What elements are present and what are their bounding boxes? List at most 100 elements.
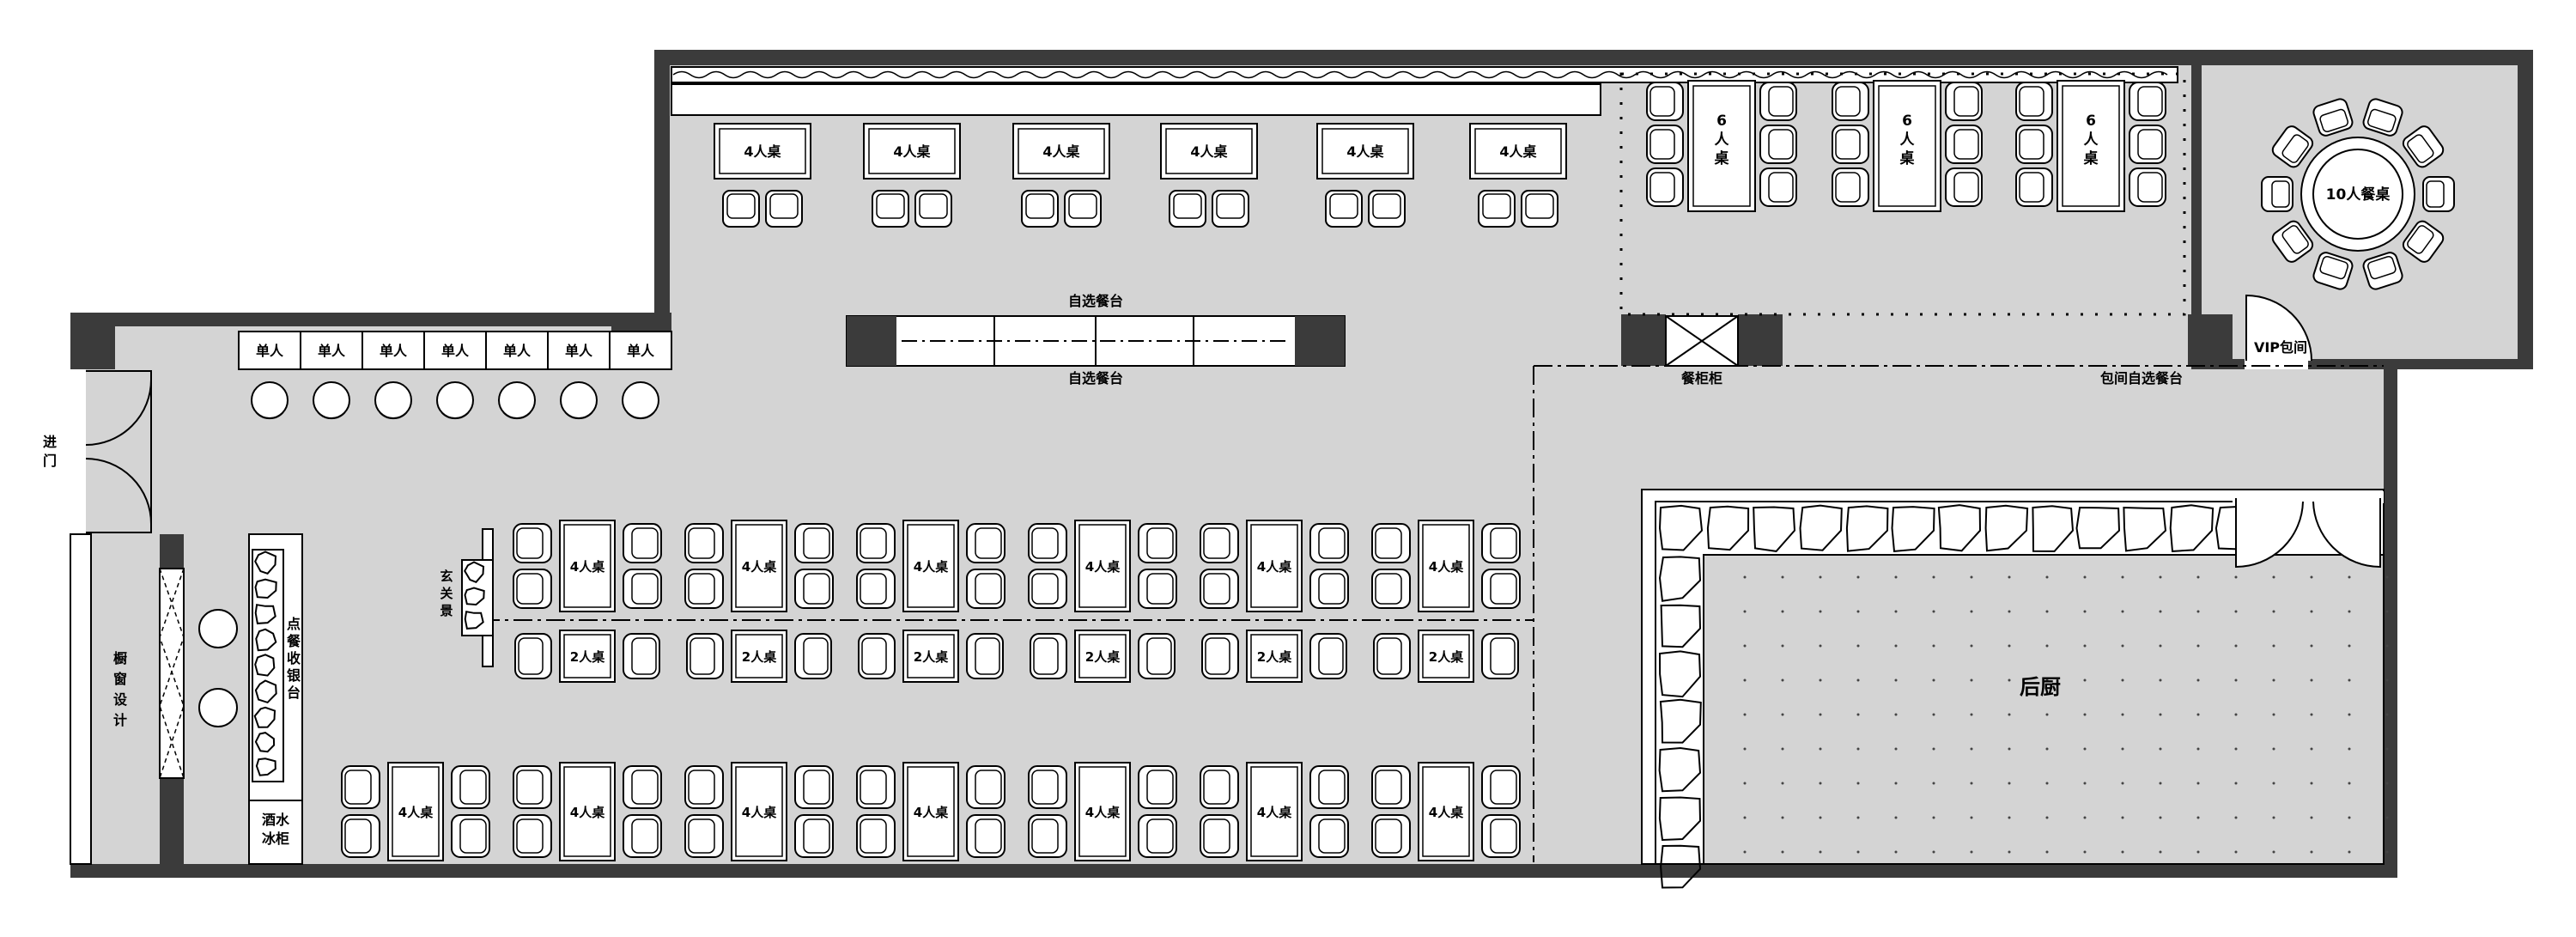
round-chair bbox=[2312, 252, 2354, 290]
chair bbox=[794, 633, 832, 679]
chair bbox=[684, 765, 724, 809]
chair bbox=[966, 814, 1005, 858]
chair bbox=[1371, 523, 1411, 563]
table-4-middle: 4人桌 bbox=[1028, 520, 1177, 612]
buffet-label-top: 自选餐台 bbox=[1068, 293, 1123, 309]
vip-round-table bbox=[2261, 98, 2455, 290]
table-6: 6人桌 bbox=[1646, 80, 1797, 212]
table-label: 4人桌 bbox=[570, 805, 605, 820]
table-label: 2人桌 bbox=[914, 649, 949, 665]
chair bbox=[451, 814, 490, 858]
round-chair bbox=[2422, 176, 2455, 212]
table-4-middle: 4人桌 bbox=[1371, 520, 1521, 612]
round-chair bbox=[2271, 220, 2314, 263]
vip-table-label: 10人餐桌 bbox=[2326, 186, 2391, 204]
table-label: 2人桌 bbox=[1257, 649, 1292, 665]
chair bbox=[1200, 814, 1239, 858]
table-label: 2人桌 bbox=[1085, 649, 1121, 665]
single-seat: 单人 bbox=[361, 331, 425, 420]
chair bbox=[513, 523, 552, 563]
chair bbox=[1030, 633, 1067, 679]
table-label: 4人桌 bbox=[1499, 143, 1536, 160]
single-seat: 单人 bbox=[238, 331, 301, 420]
single-seat-label: 单人 bbox=[627, 343, 655, 359]
window-strip bbox=[70, 533, 92, 865]
table-4-bottom: 4人桌 bbox=[1371, 762, 1521, 861]
cashier-counter bbox=[248, 533, 303, 801]
chair bbox=[1138, 765, 1177, 809]
table-4-top: 4人桌 bbox=[1469, 123, 1567, 228]
chair bbox=[341, 765, 380, 809]
table-label: 4人桌 bbox=[742, 805, 777, 820]
chair bbox=[513, 765, 552, 809]
chair bbox=[2129, 125, 2166, 164]
cutlery-cabinet bbox=[1665, 315, 1739, 367]
chair bbox=[1832, 125, 1869, 164]
table-label: 人 bbox=[1900, 131, 1916, 149]
single-seat-label: 单人 bbox=[441, 343, 470, 359]
single-seat: 单人 bbox=[485, 331, 549, 420]
porch-label: 玄关景 bbox=[440, 569, 453, 618]
table-label: 4人桌 bbox=[1429, 559, 1464, 575]
chair bbox=[1481, 523, 1521, 563]
wall-counter bbox=[671, 83, 1601, 116]
chair bbox=[856, 523, 896, 563]
chair bbox=[1945, 82, 1983, 121]
table-4-bottom: 4人桌 bbox=[856, 762, 1005, 861]
table-label: 人 bbox=[1715, 131, 1730, 149]
table-label: 4人桌 bbox=[1190, 143, 1227, 160]
round-chair bbox=[2261, 176, 2293, 212]
table-4-bottom: 4人桌 bbox=[684, 762, 834, 861]
single-seat-bar: 单人单人单人单人单人单人单人 bbox=[238, 331, 672, 420]
table-label: 4人桌 bbox=[1346, 143, 1383, 160]
chair bbox=[1481, 633, 1519, 679]
chair bbox=[1309, 633, 1347, 679]
chair bbox=[1481, 569, 1521, 609]
vip-room-bottom-wall bbox=[2191, 359, 2533, 369]
table-4-middle: 4人桌 bbox=[1200, 520, 1349, 612]
table-label: 4人桌 bbox=[914, 805, 949, 820]
table-4-bottom: 4人桌 bbox=[341, 762, 490, 861]
chair bbox=[966, 765, 1005, 809]
single-seat-label: 单人 bbox=[318, 343, 346, 359]
chair bbox=[2129, 167, 2166, 207]
chair bbox=[1028, 523, 1067, 563]
table-label: 桌 bbox=[2084, 150, 2099, 167]
table-label: 4人桌 bbox=[1429, 805, 1464, 820]
chair bbox=[2015, 125, 2053, 164]
kitchen bbox=[1641, 489, 2389, 889]
chair bbox=[513, 569, 552, 609]
chair bbox=[513, 814, 552, 858]
table-label: 6 bbox=[1716, 113, 1727, 130]
chair bbox=[2015, 167, 2053, 207]
chair bbox=[623, 569, 662, 609]
chair bbox=[1646, 167, 1684, 207]
table-4-bottom: 4人桌 bbox=[1028, 762, 1177, 861]
chair bbox=[1371, 814, 1411, 858]
chair bbox=[684, 814, 724, 858]
entrance-door[interactable] bbox=[85, 370, 152, 533]
chair bbox=[966, 633, 1004, 679]
vip-door[interactable] bbox=[2245, 294, 2312, 362]
wall-column bbox=[2188, 314, 2233, 366]
table-label: 2人桌 bbox=[570, 649, 605, 665]
table-4-top: 4人桌 bbox=[714, 123, 811, 228]
chair bbox=[1028, 569, 1067, 609]
table-2: 2人桌 bbox=[1373, 630, 1519, 683]
chair bbox=[623, 765, 662, 809]
chair bbox=[623, 814, 662, 858]
chair bbox=[966, 523, 1005, 563]
chair bbox=[1028, 814, 1067, 858]
chair bbox=[1832, 167, 1869, 207]
table-4-top: 4人桌 bbox=[1160, 123, 1258, 228]
table-label: 6 bbox=[2086, 113, 2096, 130]
chair bbox=[1201, 633, 1239, 679]
buffet-label-bottom: 自选餐台 bbox=[1068, 370, 1123, 386]
chair bbox=[856, 765, 896, 809]
single-seat-label: 单人 bbox=[503, 343, 532, 359]
chair bbox=[1028, 765, 1067, 809]
chair bbox=[1945, 167, 1983, 207]
